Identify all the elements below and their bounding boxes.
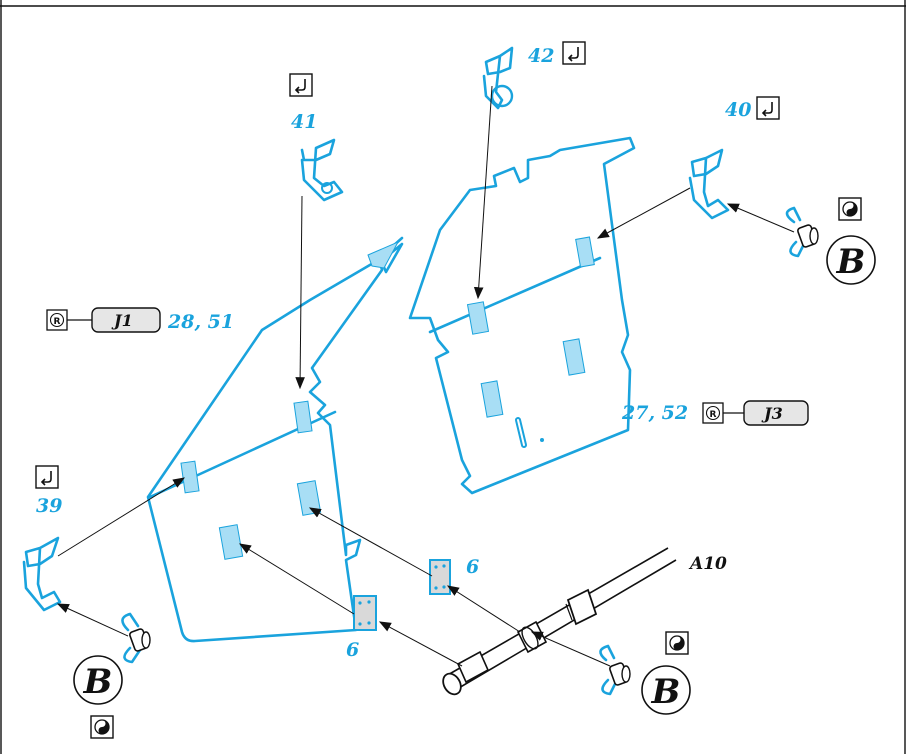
label-40: 40 (725, 99, 751, 121)
label-group-right: 27, 52 (621, 402, 688, 424)
ref-pill-left: J1 (67, 307, 161, 333)
label-a10: A10 (688, 554, 727, 574)
fold-icon (562, 41, 586, 65)
glue-icon (838, 197, 862, 221)
glue-icon (665, 631, 689, 655)
right-panel (408, 136, 636, 495)
fold-icon (35, 465, 59, 489)
svg-text:B: B (651, 672, 681, 712)
wing-nut-left (121, 612, 151, 664)
ref-j3: J3 (761, 404, 783, 423)
label-42: 42 (528, 45, 554, 67)
label-group-left: 28, 51 (167, 311, 234, 333)
label-39: 39 (36, 495, 62, 517)
ref-pill-right: J3 (723, 400, 809, 426)
glue-icon (90, 715, 114, 739)
fold-icon (289, 73, 313, 97)
bracket-40 (688, 148, 730, 220)
callout-b-right-top: B (826, 235, 876, 285)
callout-b-left: B (73, 655, 123, 705)
axle-a10 (442, 547, 677, 696)
bracket-39 (22, 536, 62, 612)
label-41: 41 (291, 111, 317, 133)
left-panel (146, 236, 404, 643)
reverse-icon (46, 309, 68, 331)
fitting-6-upper (429, 559, 451, 595)
wing-nut-right-bottom (599, 644, 631, 696)
callout-b-right-bottom: B (641, 665, 691, 715)
label-6-lower: 6 (346, 639, 359, 661)
svg-text:B: B (836, 242, 866, 282)
leader-lines (56, 85, 795, 667)
fold-icon (756, 96, 780, 120)
fitting-6-lower (353, 595, 377, 631)
bracket-41 (300, 138, 344, 202)
svg-text:B: B (83, 662, 113, 702)
reverse-icon (702, 402, 724, 424)
label-6-upper: 6 (466, 556, 479, 578)
wing-nut-right-top (785, 206, 819, 258)
ref-j1: J1 (111, 311, 133, 330)
bracket-42 (482, 46, 514, 110)
